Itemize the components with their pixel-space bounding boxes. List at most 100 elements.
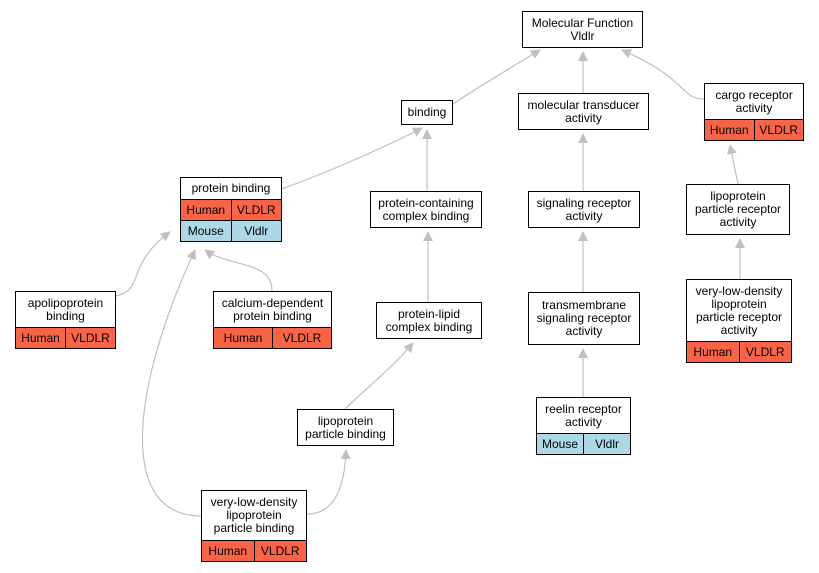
- edge-protein-binding-to-binding: [281, 127, 423, 190]
- node-title-line: activity: [719, 215, 757, 229]
- gene-cell: VLDLR: [753, 120, 804, 140]
- node-title-line: lipoprotein: [710, 189, 766, 203]
- species-cell: Mouse: [541, 436, 579, 451]
- node-title-line: activity: [565, 110, 602, 125]
- node-binding[interactable]: binding: [401, 100, 453, 125]
- node-title-line: protein-lipid: [397, 306, 461, 321]
- node-title-line: binding: [407, 105, 447, 119]
- gene-cell: Vldlr: [230, 221, 282, 241]
- species-row-human: Human VLDLR: [214, 327, 331, 348]
- node-title-line: activity: [735, 100, 773, 115]
- node-title-line: lipoprotein: [711, 296, 767, 311]
- node-title-line: protein binding: [191, 181, 271, 195]
- species-cell: Mouse: [187, 223, 224, 238]
- species-row-human: Human VLDLR: [687, 341, 791, 362]
- species-cell: Human: [223, 330, 263, 345]
- node-title-line: transmembrane: [541, 298, 627, 312]
- species-cell: Human: [186, 202, 226, 217]
- node-title-line: reelin receptor: [545, 401, 622, 416]
- gene-cell: VLDLR: [253, 541, 307, 561]
- edge-calcium-to-protein-binding: [204, 249, 273, 292]
- gene-cell: VLDLR: [272, 328, 331, 348]
- node-title-line: very-low-density: [695, 283, 783, 298]
- node-title-line: activity: [565, 414, 602, 429]
- species-cell: Human: [693, 344, 733, 359]
- species-cell: Human: [21, 330, 60, 345]
- edge-apolipo-to-protein-binding: [115, 231, 171, 297]
- species-row-mouse: Mouse Vldlr: [537, 433, 630, 454]
- node-title-line: cargo receptor: [715, 87, 793, 102]
- node-title: binding: [402, 101, 452, 124]
- node-title-line: lipoprotein: [317, 413, 374, 428]
- species-cell: Human: [709, 122, 749, 137]
- node-title-line: protein binding: [233, 308, 312, 323]
- node-title-line: activity: [720, 322, 758, 337]
- node-title-line: activity: [565, 324, 603, 338]
- species-row-human: Human VLDLR: [202, 540, 306, 561]
- edge-lipo-part-bind-to-prot-lipid: [344, 342, 414, 410]
- edge-vldl-bind-to-protein-binding: [141, 249, 202, 517]
- species-row-human: Human VLDLR: [16, 327, 115, 348]
- node-title-line: signaling receptor: [536, 195, 632, 210]
- gene-cell: VLDLR: [230, 200, 282, 220]
- node-title-line: particle receptor: [695, 309, 783, 324]
- edge-cargo-receptor-to-mf-root: [621, 49, 705, 100]
- node-title-line: activity: [565, 208, 603, 223]
- node-title-line: apolipoprotein: [27, 295, 104, 310]
- node-title-line: molecular transducer: [527, 97, 640, 112]
- node-title-line: protein-containing: [378, 195, 474, 210]
- node-title-line: calcium-dependent: [221, 295, 324, 310]
- gene-cell: Vldlr: [583, 434, 630, 454]
- edge-binding-to-mf-root: [452, 49, 541, 105]
- species-row-human: Human VLDLR: [181, 199, 281, 220]
- node-title-line: Vldlr: [570, 28, 595, 43]
- gene-cell: VLDLR: [738, 342, 792, 362]
- node-title-line: Molecular Function: [531, 15, 634, 30]
- node-title-line: particle binding: [305, 426, 386, 441]
- node-title-line: complex binding: [385, 319, 473, 334]
- gene-cell: VLDLR: [65, 328, 115, 348]
- node-title-line: particle binding: [213, 521, 295, 535]
- node-title-line: lipoprotein: [226, 508, 282, 522]
- node-title-line: signaling receptor: [536, 311, 632, 325]
- edge-lipo-part-rec-to-cargo-receptor: [726, 144, 739, 185]
- edge-vldl-bind-to-lipo-part-bind: [306, 449, 351, 515]
- node-title-line: very-low-density: [210, 495, 298, 509]
- node-title: protein binding: [181, 178, 281, 199]
- node-title-line: binding: [46, 308, 85, 323]
- species-row-human: Human VLDLR: [705, 119, 803, 140]
- species-cell: Human: [208, 543, 248, 558]
- species-row-mouse: Mouse Vldlr: [181, 220, 281, 241]
- node-title-line: particle receptor: [694, 202, 782, 216]
